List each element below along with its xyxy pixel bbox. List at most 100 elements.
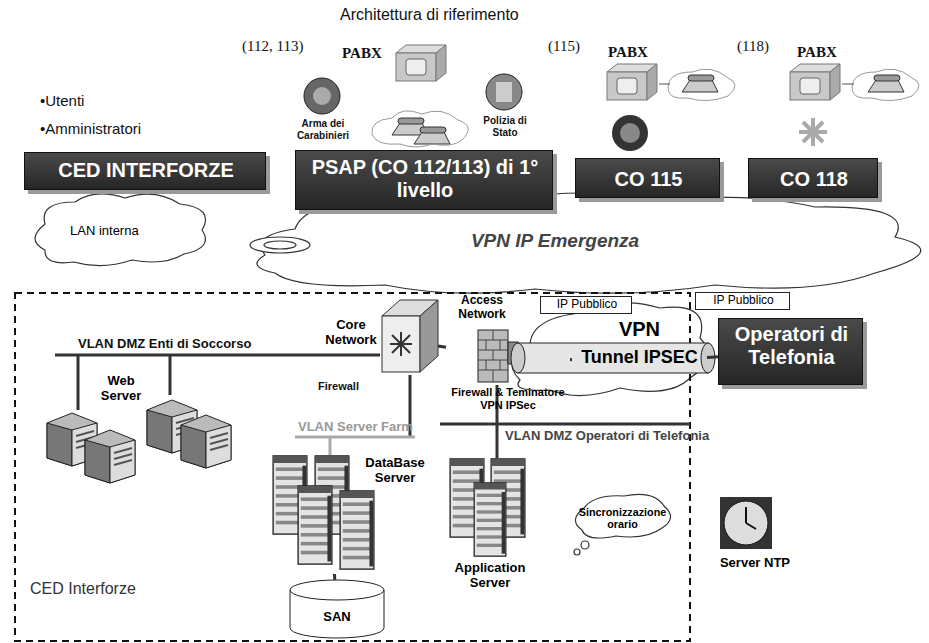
- node-label: Sincronizzazione orario: [575, 506, 670, 531]
- diagram-label: Polizia di Stato: [478, 115, 532, 138]
- node-label: DataBase Server: [360, 456, 430, 486]
- figure-part: [85, 430, 135, 483]
- node-label: CO 118: [749, 168, 879, 191]
- figure-part: [868, 75, 904, 92]
- figure-part: [440, 423, 690, 426]
- node-label: CED INTERFORZE: [25, 159, 267, 182]
- figure-part: [607, 64, 657, 100]
- figure-part: [668, 69, 735, 100]
- diagram-label: (118): [737, 38, 769, 55]
- diagram-label: •Utenti: [40, 92, 84, 109]
- figure-part: [511, 343, 525, 373]
- figure-part: [496, 82, 512, 102]
- figure-part: [329, 437, 332, 455]
- servers: [47, 400, 525, 569]
- component: IP Pubblico: [540, 296, 632, 314]
- node-label: CO 115: [576, 168, 721, 191]
- node-label: Web Server: [96, 374, 146, 404]
- figure-part: [290, 580, 384, 600]
- node-label: VPN IP Emergenza: [430, 230, 680, 252]
- node-label: Application Server: [447, 561, 533, 591]
- node-label: PSAP (CO 112/113) di 1° livello: [296, 156, 554, 202]
- diagram-label: PABX: [797, 44, 837, 61]
- node-label: Firewall & Teminatore VPN IPSec: [446, 386, 570, 411]
- component: Sincronizzazione orario: [575, 497, 670, 547]
- diagram-label: VLAN DMZ Enti di Soccorso: [75, 337, 254, 352]
- diagram-label: PABX: [342, 45, 382, 62]
- component: LAN interna: [35, 198, 210, 266]
- figure-part: [790, 64, 840, 100]
- node-label: SAN: [288, 610, 386, 625]
- figure-part: [486, 74, 522, 110]
- ntp-clock: [720, 497, 772, 549]
- component: SAN: [288, 580, 386, 640]
- figure-part: [313, 87, 331, 105]
- figure-part: [720, 497, 772, 549]
- node-label: VPN: [572, 318, 707, 341]
- figure-part: [478, 330, 508, 382]
- diagram-label: (115): [548, 38, 580, 55]
- figure-part: [181, 415, 231, 468]
- figure-part: [250, 237, 310, 253]
- component: Web Server: [40, 370, 240, 482]
- core-switch: [382, 300, 438, 372]
- figure-part: [382, 316, 420, 372]
- figure-part: [842, 84, 854, 85]
- figure-part: [799, 118, 827, 146]
- component: Application Server: [445, 455, 535, 595]
- node-label: LAN interna: [70, 224, 180, 239]
- figure-part: [396, 45, 446, 81]
- figure-part: [478, 330, 508, 382]
- figure-part: [304, 78, 340, 114]
- figure-part: [298, 486, 332, 564]
- figure-part: [372, 111, 468, 147]
- diagram-label: Firewall: [318, 380, 359, 393]
- diagram-label: VLAN Server Farm: [298, 420, 413, 435]
- node-label: IP Pubblico: [541, 298, 633, 312]
- figure-part: [264, 241, 296, 249]
- node-label: Core Network: [322, 318, 380, 348]
- component: IP Pubblico: [695, 292, 790, 310]
- figure-part: [581, 541, 589, 549]
- link-line: [438, 346, 446, 347]
- figure-part: [746, 507, 756, 529]
- component: VPNTunnel IPSEC: [572, 315, 707, 410]
- figure-part: [420, 300, 438, 372]
- center-box: CO 118: [748, 158, 878, 198]
- component: Core Network: [322, 298, 438, 376]
- pabx-group: [304, 45, 919, 151]
- figure-part: [575, 494, 670, 538]
- diagram-label: (112, 113): [242, 38, 303, 55]
- component: DataBase Server: [265, 450, 395, 574]
- figure-part: [852, 69, 919, 100]
- figure-part: [77, 355, 80, 410]
- figure-part: [682, 75, 718, 92]
- component: VPN IP Emergenza: [250, 198, 922, 290]
- node-label: CED Interforze: [30, 580, 190, 598]
- node-label: Server NTP: [705, 556, 805, 571]
- figure-part: [340, 491, 374, 569]
- figure-part: [612, 115, 648, 151]
- node-label: IP Pubblico: [696, 294, 791, 308]
- center-box: PSAP (CO 112/113) di 1° livello: [295, 150, 553, 210]
- center-box: CO 115: [575, 158, 720, 198]
- component: Server NTP: [705, 495, 805, 577]
- figure-part: [659, 84, 670, 85]
- center-box: Operatori di Telefonia: [718, 318, 863, 385]
- center-box: CED INTERFORZE: [24, 152, 266, 190]
- link-line: [333, 574, 336, 580]
- figure-part: [414, 127, 450, 144]
- figure-part: [574, 549, 580, 555]
- link-line: [570, 358, 572, 361]
- figure-part: [390, 332, 412, 356]
- diagram-label: VLAN DMZ Operatori di Telefonia: [505, 429, 709, 444]
- diagram-label: •Amministratori: [40, 120, 141, 137]
- figure-part: [295, 436, 415, 439]
- figure-part: [518, 343, 708, 373]
- figure-part: [724, 501, 768, 545]
- diagram-label: Arma dei Carabinieri: [292, 118, 354, 141]
- ipsec-tunnel: [511, 343, 715, 373]
- figure-part: [55, 354, 380, 357]
- figure-part: [169, 355, 172, 395]
- figure-part: [512, 303, 708, 396]
